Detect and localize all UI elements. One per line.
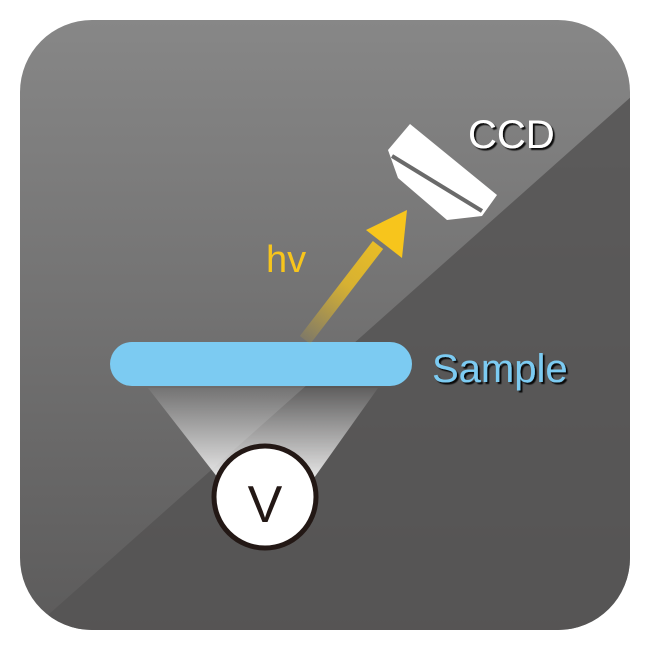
- photon-arrow-icon: [299, 210, 407, 344]
- ccd-label: CCD: [468, 113, 555, 157]
- voltage-label: V: [248, 476, 283, 534]
- voltage-source-icon: V: [211, 443, 319, 551]
- sample-bar: [110, 342, 412, 386]
- sample-label: Sample: [432, 347, 568, 391]
- ccd-detector-icon: [388, 124, 497, 220]
- emission-cone: [148, 388, 378, 478]
- photon-label: hv: [266, 239, 306, 281]
- panel-background: [20, 20, 630, 630]
